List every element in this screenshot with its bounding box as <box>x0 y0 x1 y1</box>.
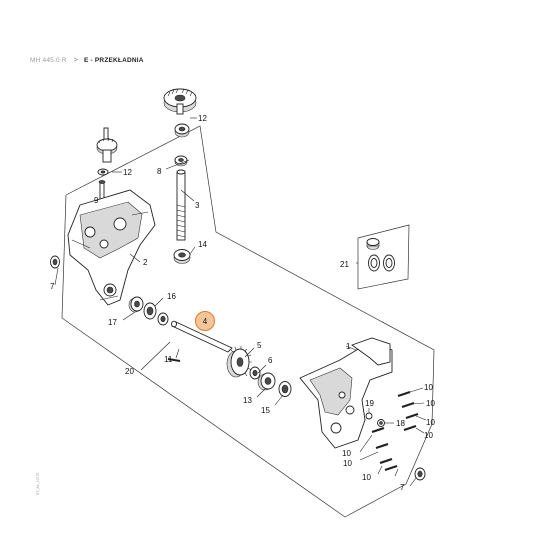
pinion-gear <box>96 127 118 163</box>
breadcrumb-model-link[interactable]: MH 445.0 R <box>30 57 67 64</box>
callout-4-highlight[interactable] <box>195 311 215 331</box>
callout-label-3[interactable]: 3 <box>195 201 200 210</box>
callout-label-2[interactable]: 2 <box>143 258 148 267</box>
callout-label-13[interactable]: 13 <box>243 396 252 405</box>
oil-seal-7-right <box>414 467 426 481</box>
callout-label-7-left[interactable]: 7 <box>50 282 55 291</box>
callout-label-12-left[interactable]: 12 <box>123 168 132 177</box>
callout-label-12-top[interactable]: 12 <box>198 114 207 123</box>
callout-label-21[interactable]: 21 <box>340 260 349 269</box>
callout-label-18[interactable]: 18 <box>396 419 405 428</box>
callout-label-9[interactable]: 9 <box>94 196 99 205</box>
callout-label-8[interactable]: 8 <box>157 167 162 176</box>
washer-12-left <box>97 168 109 176</box>
seal-kit-parts <box>366 238 395 272</box>
callout-label-10f[interactable]: 10 <box>343 459 352 468</box>
oil-seal-7-left <box>50 255 60 269</box>
bearing-13 <box>257 372 276 391</box>
callout-label-10a[interactable]: 10 <box>424 383 433 392</box>
spacer-16b <box>157 312 169 326</box>
callout-label-10e[interactable]: 10 <box>342 449 351 458</box>
callout-label-11[interactable]: 11 <box>164 355 173 364</box>
callout-label-6[interactable]: 6 <box>268 356 273 365</box>
ring-16 <box>143 302 157 320</box>
drive-gear-5 <box>226 346 252 378</box>
callout-label-19[interactable]: 19 <box>365 399 374 408</box>
callout-label-20[interactable]: 20 <box>125 367 134 376</box>
drain-plug-19 <box>365 412 385 427</box>
bearing-12 <box>174 123 190 138</box>
callout-label-10c[interactable]: 10 <box>426 418 435 427</box>
screws-10 <box>371 390 419 472</box>
callout-label-1[interactable]: 1 <box>346 342 351 351</box>
bevel-gear-top <box>163 88 197 115</box>
gearbox-housing-left <box>67 189 156 306</box>
breadcrumb-current-section: E - PRZEKŁADNIA <box>83 57 144 64</box>
breadcrumb-separator: > <box>73 57 78 64</box>
callout-label-17[interactable]: 17 <box>108 318 117 327</box>
callout-label-14[interactable]: 14 <box>198 240 207 249</box>
callout-label-16[interactable]: 16 <box>167 292 176 301</box>
callout-label-10g[interactable]: 10 <box>362 473 371 482</box>
callout-label-4[interactable]: 4 <box>203 317 208 326</box>
vertical-shaft-3 <box>176 169 186 241</box>
pin-11 <box>167 358 181 362</box>
callout-label-7-right[interactable]: 7 <box>400 483 405 492</box>
gearbox-housing-right <box>299 337 393 449</box>
callout-label-10b[interactable]: 10 <box>426 399 435 408</box>
axle-shaft-4 <box>171 320 233 353</box>
callout-label-15[interactable]: 15 <box>261 406 270 415</box>
seal-kit-box <box>357 224 410 290</box>
breadcrumb: MH 445.0 R > E - PRZEKŁADNIA <box>30 57 144 64</box>
assembly-frame <box>61 125 435 518</box>
bearing-14 <box>173 249 191 264</box>
drawing-reference-code: ST_AL_10776 <box>36 473 40 495</box>
callout-label-10d[interactable]: 10 <box>424 431 433 440</box>
callout-label-5[interactable]: 5 <box>257 341 262 350</box>
bearing-17 <box>128 296 144 313</box>
ring-6 <box>249 366 261 380</box>
seal-15 <box>278 381 292 397</box>
part-labels: 1 2 3 5 6 7 7 8 9 10 10 10 10 10 10 10 1… <box>50 114 435 492</box>
